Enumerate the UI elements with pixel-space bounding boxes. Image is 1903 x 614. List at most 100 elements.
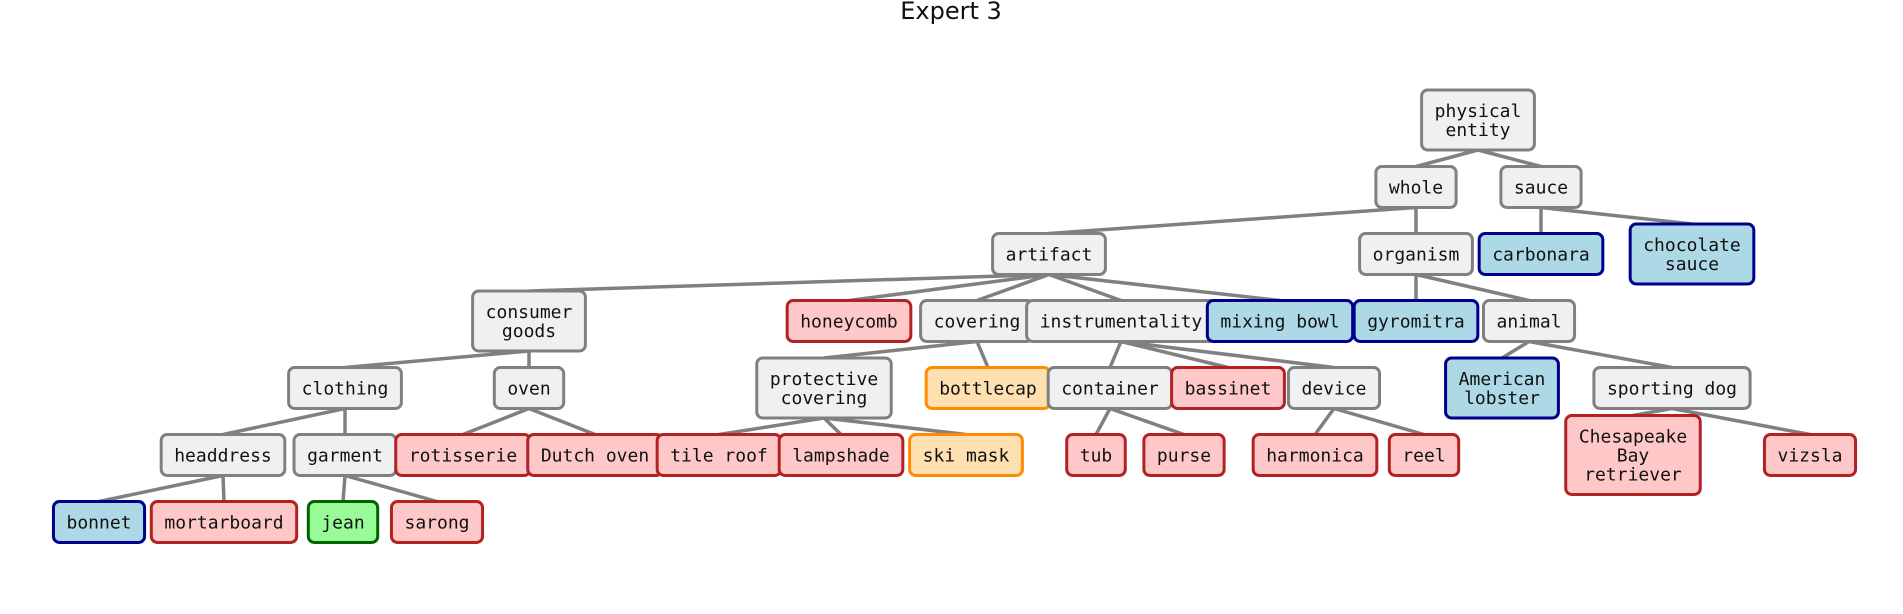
node-label: tub [1080, 445, 1113, 466]
node-label: bottlecap [939, 378, 1037, 399]
node-label-line: physical [1435, 101, 1522, 122]
node-label: covering [934, 311, 1021, 332]
node-box [287, 366, 403, 410]
node-label: lampshade [792, 445, 890, 466]
node-bonnet: bonnet [51, 500, 147, 544]
node-label: whole [1389, 177, 1443, 198]
node-label: gyromitra [1367, 311, 1465, 332]
node-covering: covering [919, 299, 1035, 343]
node-label: vizsla [1777, 445, 1842, 466]
node-label-line: retriever [1584, 464, 1682, 485]
node-box [159, 433, 287, 477]
node-rotisserie: rotisserie [394, 433, 532, 477]
edge-oven-rotisserie [462, 406, 530, 437]
node-whole: whole [1374, 165, 1458, 209]
node-ski-mask: ski mask [908, 433, 1024, 477]
node-vizsla: vizsla [1762, 433, 1858, 477]
node-gyromitra: gyromitra [1352, 299, 1480, 343]
edge-animal-sporting_dog [1528, 339, 1673, 370]
node-box [991, 232, 1107, 276]
node-sporting-dog: sporting dog [1592, 366, 1752, 410]
node-label-line: gyromitra [1367, 311, 1465, 332]
node-box [51, 500, 147, 544]
edge-container-purse [1109, 406, 1185, 437]
edge-container-tub [1094, 407, 1112, 436]
edge-artifact-consumer_goods [528, 272, 1050, 293]
node-box [1444, 356, 1560, 420]
node-label-line: bottlecap [939, 378, 1037, 399]
edge-garment-jean [341, 475, 347, 502]
node-label: sauce [1514, 177, 1568, 198]
node-label: animal [1496, 311, 1561, 332]
node-label: device [1301, 378, 1366, 399]
node-label-line: device [1301, 378, 1366, 399]
node-label-line: consumer [486, 302, 573, 323]
edge-physical_entity-whole [1415, 148, 1479, 169]
node-label: headdress [174, 445, 272, 466]
node-label-line: reel [1402, 445, 1445, 466]
edges-layer [98, 148, 1811, 504]
node-label-line: clothing [302, 378, 389, 399]
node-label-line: tile roof [670, 445, 768, 466]
node-label-line: purse [1157, 445, 1211, 466]
edge-protective_covering-ski_mask [823, 416, 967, 437]
node-reel: reel [1387, 433, 1461, 477]
node-label: Dutch oven [541, 445, 649, 466]
node-label-line: goods [502, 321, 556, 342]
node-label: clothing [302, 378, 389, 399]
node-label: ski mask [923, 445, 1010, 466]
node-mortarboard: mortarboard [149, 500, 299, 544]
node-label-line: protective [770, 369, 878, 390]
node-label-line: garment [307, 445, 383, 466]
node-label: honeycomb [800, 311, 898, 332]
node-label-line: carbonara [1492, 244, 1590, 265]
node-tub: tub [1065, 433, 1127, 477]
node-label-line: vizsla [1777, 445, 1842, 466]
edge-garment-sarong [344, 473, 438, 504]
node-label-line: entity [1445, 120, 1510, 141]
node-label-line: honeycomb [800, 311, 898, 332]
node-label-line: lampshade [792, 445, 890, 466]
node-box [1628, 222, 1756, 286]
node-label-line: American [1459, 369, 1546, 390]
node-box [389, 500, 485, 544]
node-label-line: tub [1080, 445, 1113, 466]
node-box [908, 433, 1024, 477]
node-box [1205, 299, 1355, 343]
node-label-line: bassinet [1185, 378, 1272, 399]
node-label-line: covering [781, 388, 868, 409]
node-label: harmonica [1266, 445, 1364, 466]
node-label-line: chocolate [1643, 235, 1741, 256]
node-label: mixing bowl [1220, 311, 1339, 332]
node-label: organism [1373, 244, 1460, 265]
node-box [1352, 299, 1480, 343]
node-label-line: sauce [1665, 254, 1719, 275]
node-device: device [1286, 366, 1382, 410]
node-label: reel [1402, 445, 1445, 466]
node-label-line: organism [1373, 244, 1460, 265]
node-box [1387, 433, 1461, 477]
node-tile-roof: tile roof [655, 433, 783, 477]
node-bottlecap: bottlecap [924, 366, 1052, 410]
node-label-line: harmonica [1266, 445, 1364, 466]
node-box [1251, 433, 1379, 477]
node-label-line: instrumentality [1040, 311, 1203, 332]
node-box [755, 356, 893, 420]
edge-oven-dutch_oven [528, 406, 596, 437]
node-label-line: mortarboard [164, 512, 283, 533]
node-box [1564, 414, 1702, 496]
edge-instrumentality-container [1108, 340, 1123, 369]
edge-artifact-mixing_bowl [1048, 272, 1281, 303]
node-box [1142, 433, 1226, 477]
node-box [785, 299, 913, 343]
edge-organism-animal [1415, 272, 1530, 303]
node-box [1170, 366, 1286, 410]
node-jean: jean [306, 500, 380, 544]
edge-headdress-mortarboard [221, 475, 226, 502]
edge-device-harmonica [1313, 407, 1336, 436]
node-box [1420, 88, 1536, 152]
